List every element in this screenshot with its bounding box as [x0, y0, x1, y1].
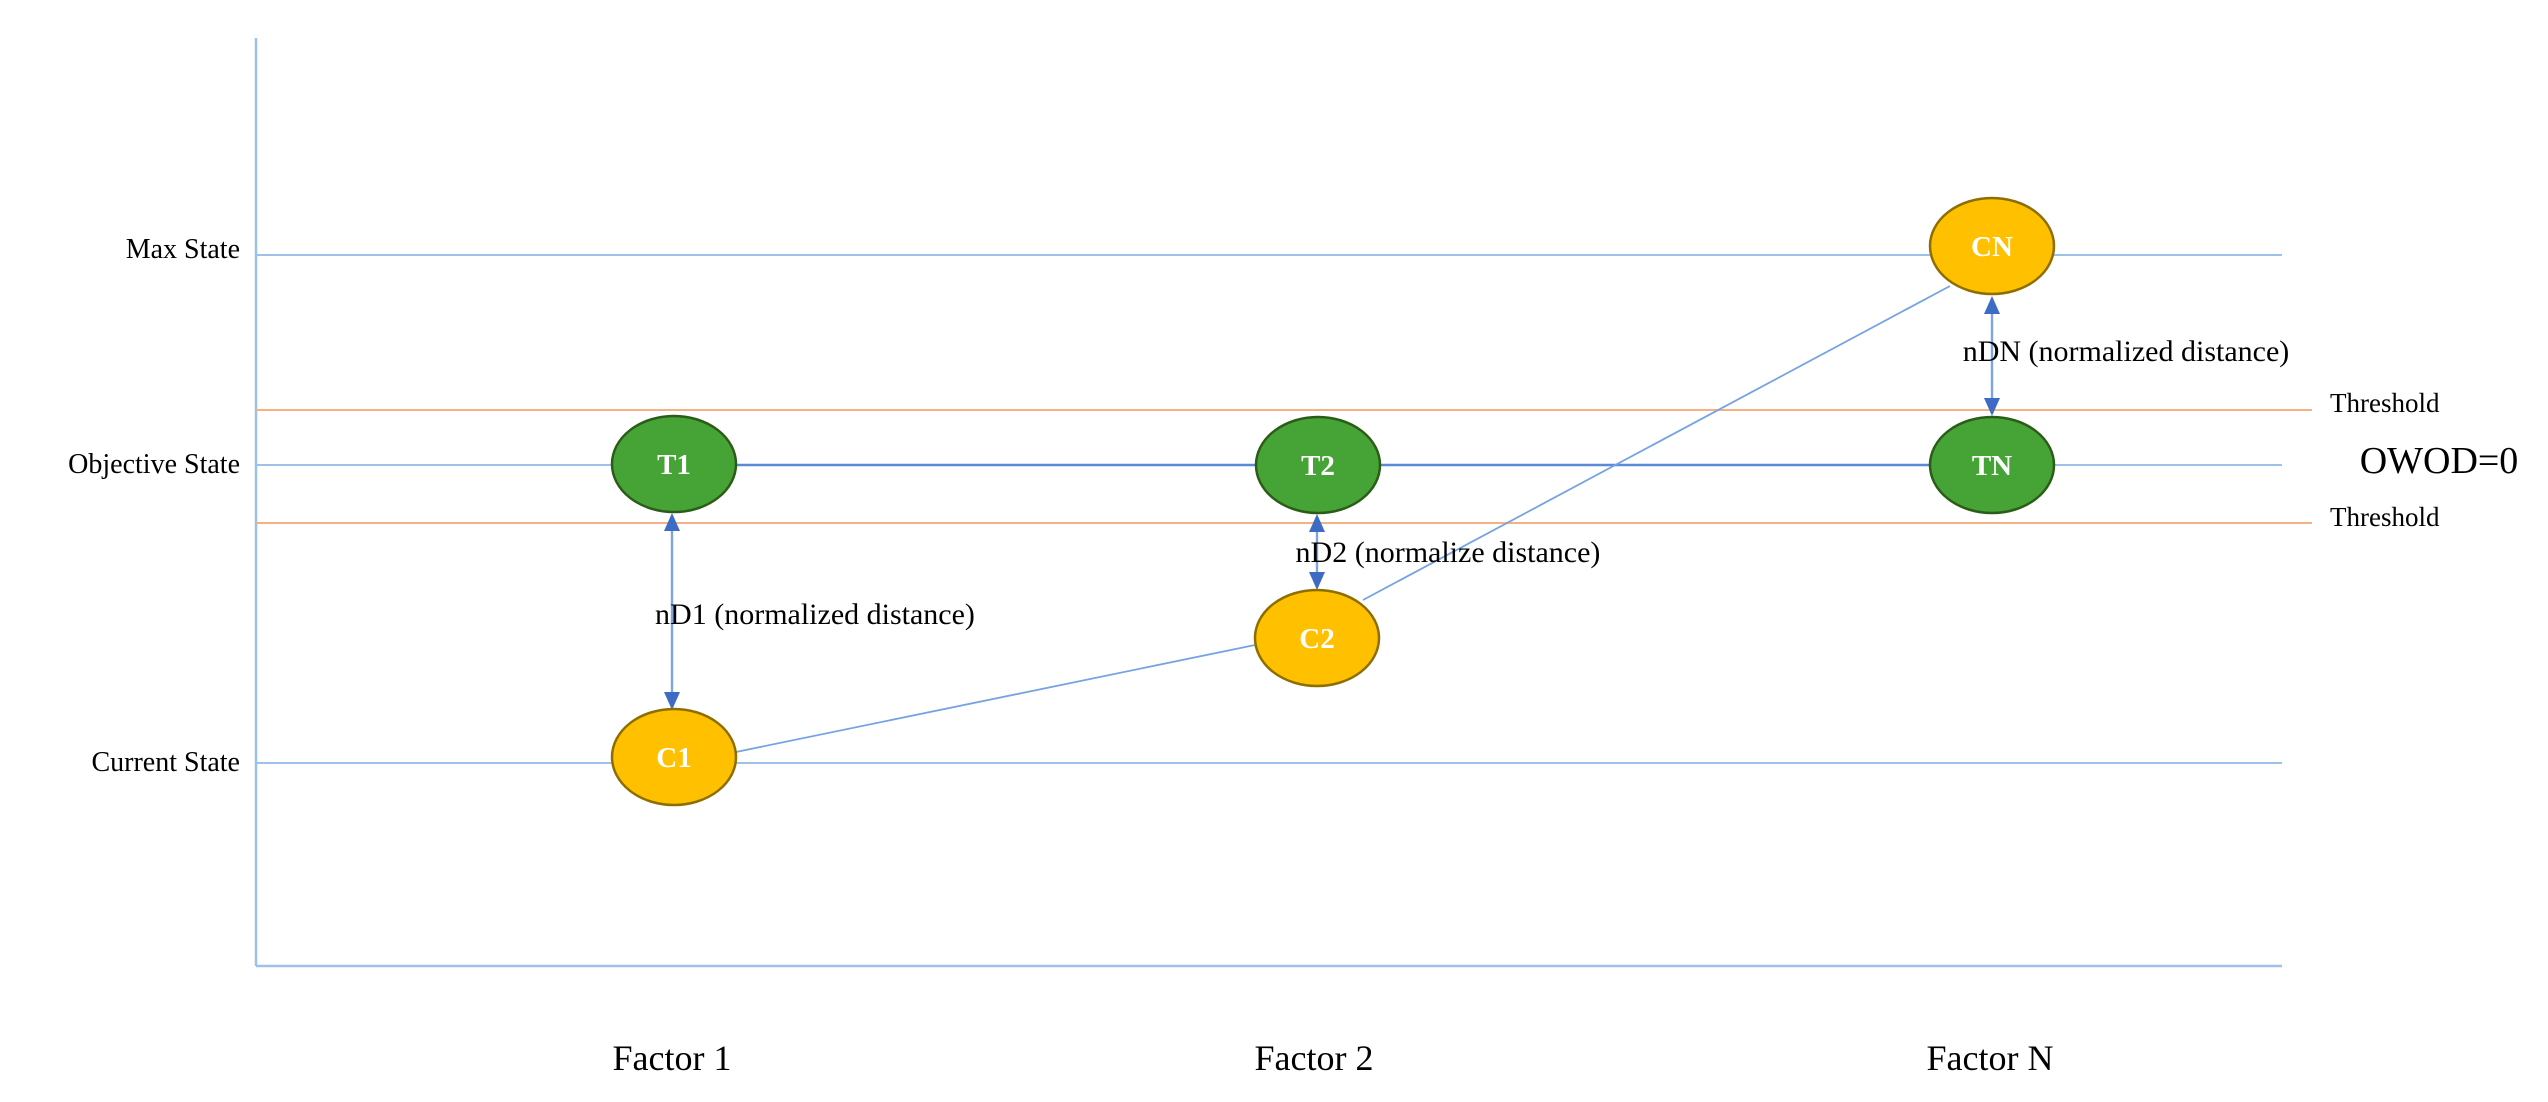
node-tn-ellipse: [1928, 415, 2056, 515]
node-t1-label: T1: [657, 449, 691, 481]
x-axis-label-factor-2: Factor 2: [1254, 1038, 1374, 1078]
nd2-arrow: [1309, 514, 1325, 590]
annotation-nd2: nD2 (normalize distance): [1295, 536, 1601, 569]
node-t1-ellipse: [610, 414, 738, 514]
node-cn-label: CN: [1971, 231, 2013, 263]
threshold-lower-label: Threshold: [2330, 502, 2440, 532]
node-c2-label: C2: [1299, 623, 1334, 655]
connector-c2-cn: [1362, 285, 1951, 601]
annotation-nd1: nD1 (normalized distance): [655, 598, 975, 631]
node-c1: C1: [610, 707, 738, 807]
ndn-arrow: [1984, 296, 2000, 416]
owod-label: OWOD=0: [2359, 440, 2519, 482]
nd1-arrowhead-down-icon: [664, 692, 680, 710]
threshold-upper-label: Threshold: [2330, 388, 2440, 418]
nd2-arrowhead-up-icon: [1309, 514, 1325, 532]
node-t2-label: T2: [1301, 450, 1335, 482]
x-axis-label-factor-1: Factor 1: [612, 1038, 732, 1078]
annotation-ndn: nDN (normalized distance): [1962, 335, 2290, 368]
nd1-arrow: [664, 513, 680, 710]
node-t2: T2: [1254, 415, 1382, 515]
ndn-arrowhead-down-icon: [1984, 398, 2000, 416]
ndn-arrowhead-up-icon: [1984, 296, 2000, 314]
node-t1: T1: [610, 414, 738, 514]
node-c1-label: C1: [656, 742, 691, 774]
node-tn: TN: [1928, 415, 2056, 515]
x-axis-label-factor-n: Factor N: [1926, 1038, 2054, 1078]
nd2-arrowhead-down-icon: [1309, 572, 1325, 590]
nd1-arrowhead-up-icon: [664, 513, 680, 531]
y-axis-label-max-state: Max State: [125, 234, 240, 265]
connector-c1-c2: [735, 644, 1256, 753]
y-axis-label-current-state: Current State: [91, 747, 240, 778]
y-axis-label-objective-state: Objective State: [68, 449, 240, 480]
node-t2-ellipse: [1254, 415, 1382, 515]
node-c2: C2: [1253, 588, 1381, 688]
node-tn-label: TN: [1972, 450, 2012, 482]
node-cn: CN: [1928, 196, 2056, 296]
node-c2-ellipse: [1253, 588, 1381, 688]
node-cn-ellipse: [1928, 196, 2056, 296]
node-c1-ellipse: [610, 707, 738, 807]
